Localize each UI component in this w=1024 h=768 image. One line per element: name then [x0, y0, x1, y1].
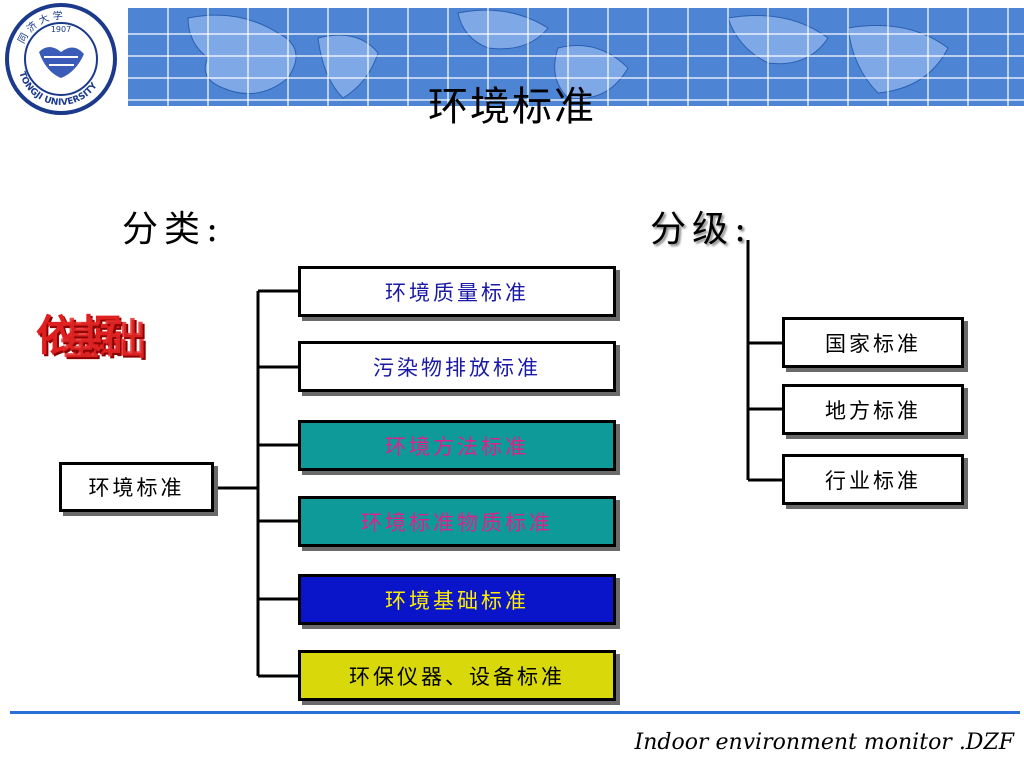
grade-box-industry: 行业标准 [782, 454, 964, 505]
grade-box-national: 国家标准 [782, 317, 964, 368]
overlay-word-foundation: 基础 [60, 315, 149, 364]
item-label: 环保仪器、设备标准 [349, 664, 565, 689]
tongji-seal-icon: 同 济 大 学 TONGJI UNIVERSITY 1907 [5, 3, 117, 115]
item-box-0: 环境质量标准 [298, 266, 616, 317]
item-label: 污染物排放标准 [373, 355, 541, 380]
item-label: 环境标准物质标准 [361, 510, 553, 535]
item-box-4: 环境基础标准 [298, 574, 616, 625]
grade-box-local: 地方标准 [782, 384, 964, 435]
footer-divider [10, 711, 1020, 714]
grading-heading: 分级: [650, 209, 753, 250]
header-banner [128, 8, 1024, 106]
item-box-3: 环境标准物质标准 [298, 496, 616, 547]
item-box-2: 环境方法标准 [298, 420, 616, 471]
item-label: 环境方法标准 [385, 434, 529, 459]
svg-text:1907: 1907 [51, 25, 71, 34]
item-box-5: 环保仪器、设备标准 [298, 650, 616, 701]
footer-caption: Indoor environment monitor .DZF [634, 730, 1015, 755]
item-box-1: 污染物排放标准 [298, 341, 616, 392]
page-title: 环境标准 [428, 84, 596, 130]
world-map-graphic [128, 8, 1024, 106]
university-logo: 同 济 大 学 TONGJI UNIVERSITY 1907 [4, 2, 118, 116]
classification-heading: 分类: [122, 209, 225, 250]
overlay-word-basis: 依据 [36, 311, 125, 360]
item-label: 环境基础标准 [385, 588, 529, 613]
overlay-red-words: 依据 基础 [36, 302, 246, 364]
item-label: 环境质量标准 [385, 280, 529, 305]
root-box: 环境标准 [59, 462, 214, 512]
